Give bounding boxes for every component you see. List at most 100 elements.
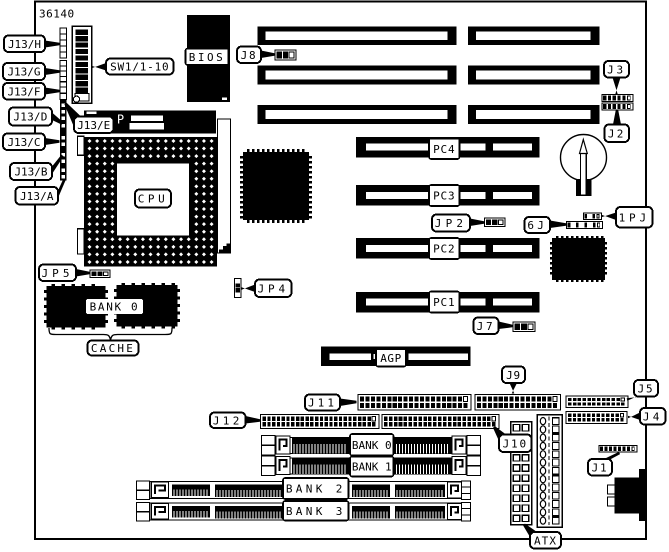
component-label-text: PC1 — [433, 296, 455, 309]
pin — [577, 413, 581, 417]
pin — [498, 402, 503, 408]
callout-box — [603, 123, 630, 143]
callout-box — [236, 45, 262, 64]
pin — [482, 422, 486, 427]
callout-pointer — [45, 87, 60, 95]
cpu-socket-tab — [76, 228, 85, 255]
pin — [606, 418, 610, 422]
pin — [398, 416, 403, 421]
connector-ladder — [59, 27, 68, 59]
callout-box — [472, 316, 500, 335]
pin — [584, 222, 588, 228]
pin — [582, 398, 586, 402]
pin — [622, 446, 626, 451]
slot-contact-strip — [172, 484, 210, 496]
dip-switch-position — [75, 48, 88, 55]
callout-text: J13/C — [7, 136, 40, 149]
pin — [577, 418, 581, 422]
connector-window — [61, 175, 66, 179]
pin — [603, 104, 607, 109]
pin — [572, 413, 577, 417]
component-label-text: BANK 3 — [286, 505, 346, 518]
callout-box — [2, 82, 46, 101]
callout-pointer — [76, 269, 90, 277]
slot-latch-hook — [154, 484, 166, 494]
callout-box — [3, 34, 46, 53]
pin — [577, 402, 582, 406]
pin — [615, 418, 619, 422]
connector-window — [61, 136, 66, 140]
dip-switch-position — [75, 87, 88, 93]
pin — [403, 396, 408, 402]
pin — [597, 402, 601, 406]
pin — [477, 422, 481, 427]
component-label-bank1-dimm: BANK 1 — [349, 455, 395, 478]
pin — [487, 396, 492, 402]
connector-ladder — [59, 59, 68, 88]
pin — [572, 402, 577, 406]
pin — [418, 422, 422, 427]
jumper-cell-closed — [282, 51, 289, 59]
pin — [584, 214, 587, 219]
isa-slot — [257, 105, 457, 124]
callout-text: J13/F — [7, 85, 40, 98]
callout-box — [209, 411, 247, 429]
strip-j2-bottom — [601, 102, 634, 111]
callout-j13f: J13/F — [2, 82, 60, 101]
pin — [305, 422, 309, 427]
callout-box — [86, 339, 140, 357]
pin — [607, 95, 612, 101]
atx-header-pin-square — [551, 516, 560, 525]
pin-open — [552, 396, 558, 403]
pin — [587, 398, 591, 402]
component-label-text: PC2 — [433, 243, 455, 256]
pin — [616, 398, 620, 402]
component-label-bank0-cache: BANK 0 — [86, 299, 143, 314]
component-label-box — [428, 237, 461, 260]
callout-j11: J11 — [304, 393, 357, 412]
atx-pin — [512, 423, 521, 432]
callout-j1: J1 — [587, 451, 621, 477]
callout-pointer — [45, 68, 60, 75]
pin — [310, 416, 314, 421]
pci-slot-key — [460, 143, 486, 151]
pin — [592, 214, 595, 219]
pin — [393, 416, 398, 421]
pin-open — [596, 214, 600, 219]
pin — [419, 402, 424, 408]
pci-slot-key — [460, 298, 486, 306]
atx-pin — [521, 474, 530, 482]
callout-box — [523, 216, 551, 234]
pin — [568, 418, 572, 422]
atx-header-pin-round — [539, 433, 547, 442]
pin — [428, 422, 432, 427]
dip-switch-position — [75, 42, 88, 48]
dip-switch-dot — [72, 95, 81, 103]
pin — [582, 402, 586, 406]
pin — [423, 416, 427, 421]
callout-pointer — [612, 77, 621, 95]
pin — [413, 422, 417, 427]
pin — [463, 402, 468, 408]
callout-box — [639, 407, 667, 426]
callout-text: CPU — [138, 193, 169, 206]
pin — [438, 422, 442, 427]
atx-header-pin-square — [551, 442, 560, 450]
pin — [610, 413, 615, 417]
pin — [525, 402, 530, 408]
callout-text: J10 — [503, 437, 528, 450]
atx-header-pin-square — [551, 417, 560, 426]
component-label-text: BANK 1 — [352, 461, 392, 474]
pci-slot-key — [366, 244, 429, 252]
atx-pin — [512, 454, 521, 462]
pin — [452, 396, 457, 402]
pin — [452, 402, 457, 408]
qfp-body — [243, 152, 309, 220]
pin — [472, 422, 476, 427]
component-label-text: PC3 — [433, 190, 455, 203]
callout-text: J13/D — [13, 111, 47, 124]
jumper-cell-open — [527, 323, 534, 331]
atx-pin — [512, 474, 521, 482]
pin — [286, 416, 290, 421]
pin — [467, 422, 472, 427]
